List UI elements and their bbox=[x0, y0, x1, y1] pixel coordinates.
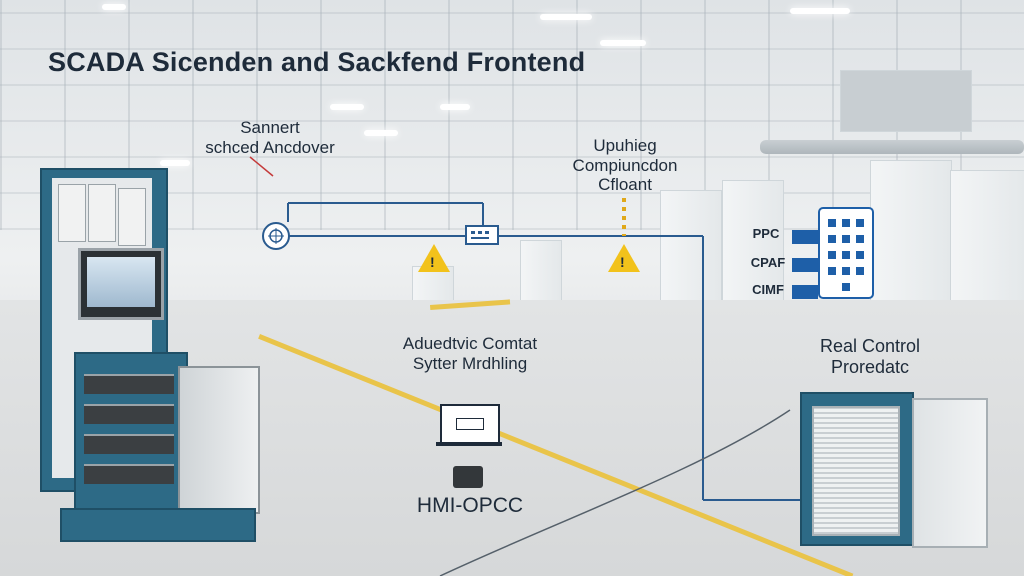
label-line: Upuhieg bbox=[593, 136, 657, 155]
network-node-icon bbox=[262, 222, 290, 250]
ceiling-lamp bbox=[364, 130, 398, 136]
plc-cell bbox=[842, 283, 850, 291]
laptop-icon bbox=[440, 404, 500, 446]
hmi-display bbox=[87, 257, 155, 307]
label-line: Sytter Mrdhling bbox=[412, 353, 528, 373]
upuhieg-label: Upuhieg Compiuncdon Cfloant bbox=[540, 136, 710, 195]
plc-connector bbox=[792, 258, 818, 272]
real-control-label: Real Control Proredatc bbox=[790, 336, 950, 377]
label-line: schced Ancdover bbox=[205, 137, 335, 157]
label-line: Aduedtvic Comtat bbox=[402, 334, 538, 353]
label-line: Proredatc bbox=[830, 356, 910, 377]
io-module bbox=[84, 404, 174, 424]
warning-icon bbox=[418, 244, 450, 272]
label-line: Compiuncdon bbox=[572, 155, 678, 175]
plc-cell bbox=[828, 235, 836, 243]
breaker-module bbox=[58, 184, 86, 242]
plc-connector bbox=[792, 285, 818, 299]
plc-module-icon bbox=[818, 207, 874, 299]
io-module bbox=[84, 434, 174, 454]
plc-cell bbox=[856, 219, 864, 227]
plc-cell bbox=[828, 251, 836, 259]
sannert-label: Sannert schced Ancdover bbox=[170, 118, 370, 157]
warning-mark: ! bbox=[430, 254, 435, 270]
plc-cell bbox=[856, 235, 864, 243]
breaker-module bbox=[88, 184, 116, 242]
label-line: Sannert bbox=[240, 118, 300, 137]
plc-cell bbox=[842, 219, 850, 227]
hmi-panel-screen bbox=[78, 248, 164, 320]
page-title: SCADA Sicenden and Sackfend Frontend bbox=[48, 47, 586, 77]
background-cabinet bbox=[840, 70, 972, 132]
breaker-module bbox=[118, 188, 146, 246]
ppc-label: PPC bbox=[752, 226, 780, 241]
terminal-enclosure bbox=[178, 366, 260, 514]
device-icon bbox=[453, 466, 483, 488]
background-pipe bbox=[760, 140, 1024, 154]
cimf-label: CIMF bbox=[752, 282, 784, 297]
laptop-base bbox=[436, 442, 502, 446]
plc-connector bbox=[792, 230, 818, 244]
switch-icon bbox=[465, 225, 499, 245]
io-rack bbox=[74, 352, 188, 516]
control-unit-side bbox=[912, 398, 988, 548]
machine-base bbox=[60, 508, 256, 542]
plc-cell bbox=[842, 267, 850, 275]
ceiling-lamp bbox=[440, 104, 470, 110]
ceiling-lamp bbox=[600, 40, 646, 46]
warning-mark: ! bbox=[620, 254, 625, 270]
laptop-screen-detail bbox=[456, 418, 484, 430]
plc-cell bbox=[842, 251, 850, 259]
label-line: Cfloant bbox=[598, 175, 652, 195]
plc-cell bbox=[842, 235, 850, 243]
io-module bbox=[84, 374, 174, 394]
ceiling-lamp bbox=[160, 160, 190, 166]
plc-cell bbox=[828, 219, 836, 227]
ceiling-lamp bbox=[790, 8, 850, 14]
ceiling-lamp bbox=[102, 4, 126, 10]
control-unit bbox=[800, 392, 914, 546]
label-line: Real Control bbox=[819, 336, 921, 356]
ceiling-lamp bbox=[330, 104, 364, 110]
plc-cell bbox=[856, 267, 864, 275]
hmi-label: HMI-OPCC bbox=[416, 494, 524, 517]
ceiling-lamp bbox=[540, 14, 592, 20]
warning-icon bbox=[608, 244, 640, 272]
plc-cell bbox=[828, 267, 836, 275]
cable bbox=[439, 409, 791, 576]
fan-grill bbox=[812, 406, 900, 536]
cpaf-label: CPAF bbox=[750, 255, 786, 270]
aduedtvic-label: Aduedtvic Comtat Sytter Mrdhling bbox=[360, 334, 580, 373]
pointer-line bbox=[249, 156, 274, 177]
io-module bbox=[84, 464, 174, 484]
plc-cell bbox=[856, 251, 864, 259]
